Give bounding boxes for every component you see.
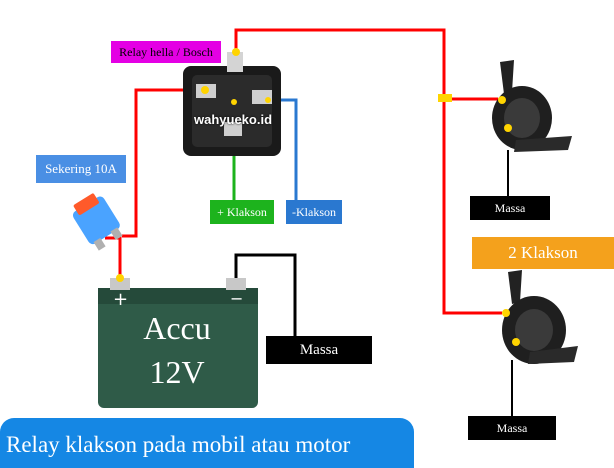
horn-minus-label: -Klakson [286,200,342,224]
relay-icon [183,48,281,156]
horn-icon [502,270,578,364]
positive-wires [105,28,502,315]
relay-label: Relay hella / Bosch [111,41,221,63]
battery-plus-sign: + [113,289,128,310]
wire-battery-fuse [105,236,122,280]
watermark: wahyueko.id [193,111,273,127]
ground-label-battery: Massa [266,336,372,364]
wire-relay-horns [234,28,502,315]
ground-label-top-horn: Massa [470,196,550,220]
caption-banner [0,418,414,468]
ground-label-bottom-horn: Massa [468,416,556,440]
horn-count-label: 2 Klakson [472,237,614,269]
battery-minus-sign: − [230,289,243,308]
battery-label: Accu [143,309,211,346]
connector-mark [438,94,452,102]
wire-battery-ground [234,253,297,338]
caption-text: Relay klakson pada mobil atau motor [6,432,351,457]
fuse-label: Sekering 10A [36,155,126,183]
horn-icon [492,60,572,152]
fuse-icon [72,193,123,251]
horn-plus-label: + Klakson [210,200,274,224]
wire-fuse-relay [122,88,203,238]
battery-icon [98,274,258,408]
battery-voltage-label: 12V [149,353,205,390]
